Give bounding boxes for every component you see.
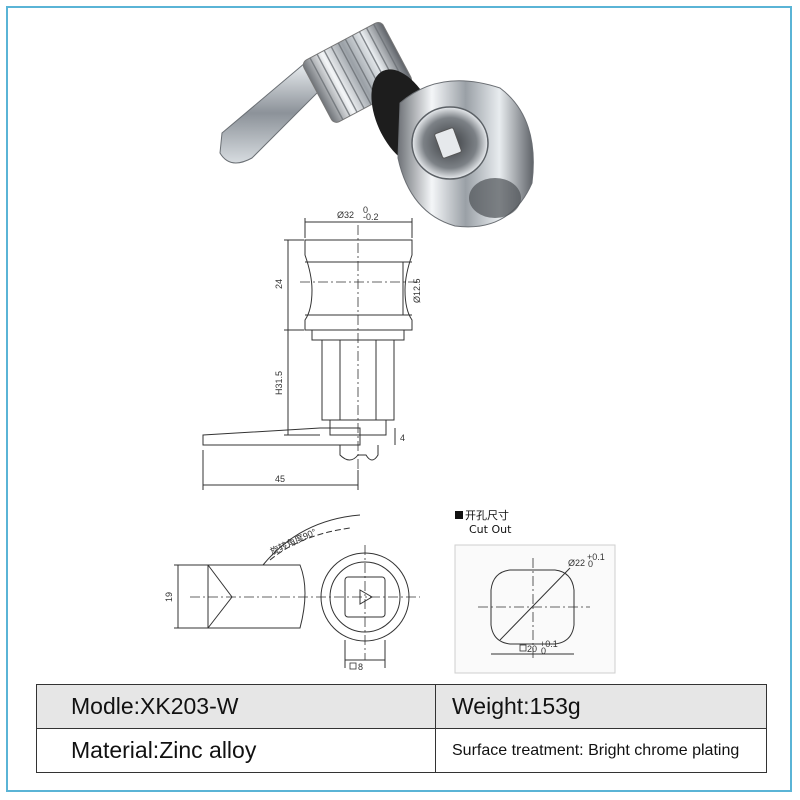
table-row: Modle:XK203-W Weight:153g xyxy=(36,684,767,729)
cutout-diameter: Ø22 xyxy=(568,558,585,568)
dim-head-height: 24 xyxy=(274,279,284,289)
table-row: Material:Zinc alloy Surface treatment: B… xyxy=(36,728,767,773)
dim-head-tol-dn: -0.2 xyxy=(363,212,379,222)
dim-head-tol-up: 0 xyxy=(363,205,368,215)
dim-head-diameter: Ø32 xyxy=(337,210,354,220)
dim-body-height: H31.5 xyxy=(274,371,284,395)
cutout-square: 20 xyxy=(527,644,537,654)
bullet-square-icon xyxy=(455,511,463,519)
cutout-square-tol-up: +0.1 xyxy=(540,639,558,649)
dim-inner-diameter: Ø12.5 xyxy=(412,278,422,303)
cutout-title-en: Cut Out xyxy=(469,523,512,536)
dim-key-size: 8 xyxy=(358,662,363,672)
dim-cam-thickness: 4 xyxy=(400,433,405,443)
product-photo xyxy=(219,21,534,228)
surface-treatment-cell: Surface treatment: Bright chrome plating xyxy=(435,728,767,773)
square-symbol xyxy=(519,644,527,652)
rotation-angle-label: 旋转角度90° xyxy=(268,526,318,557)
page-frame xyxy=(6,6,792,792)
cutout-dia-tol-dn: 0 xyxy=(588,559,593,569)
cutout-title: 开孔尺寸 Cut Out xyxy=(455,509,511,537)
material-cell: Material:Zinc alloy xyxy=(36,728,436,773)
cutout-square-tol-dn: 0 xyxy=(541,646,546,656)
dim-cam-length: 45 xyxy=(275,474,285,484)
dim-cam-width: 19 xyxy=(164,592,174,602)
weight-cell: Weight:153g xyxy=(435,684,767,729)
cutout-title-cn: 开孔尺寸 xyxy=(465,509,509,522)
spec-table: Modle:XK203-W Weight:153g Material:Zinc … xyxy=(36,684,767,773)
cutout-dia-tol-up: +0.1 xyxy=(587,552,605,562)
square-symbol xyxy=(349,662,357,670)
model-cell: Modle:XK203-W xyxy=(36,684,436,729)
